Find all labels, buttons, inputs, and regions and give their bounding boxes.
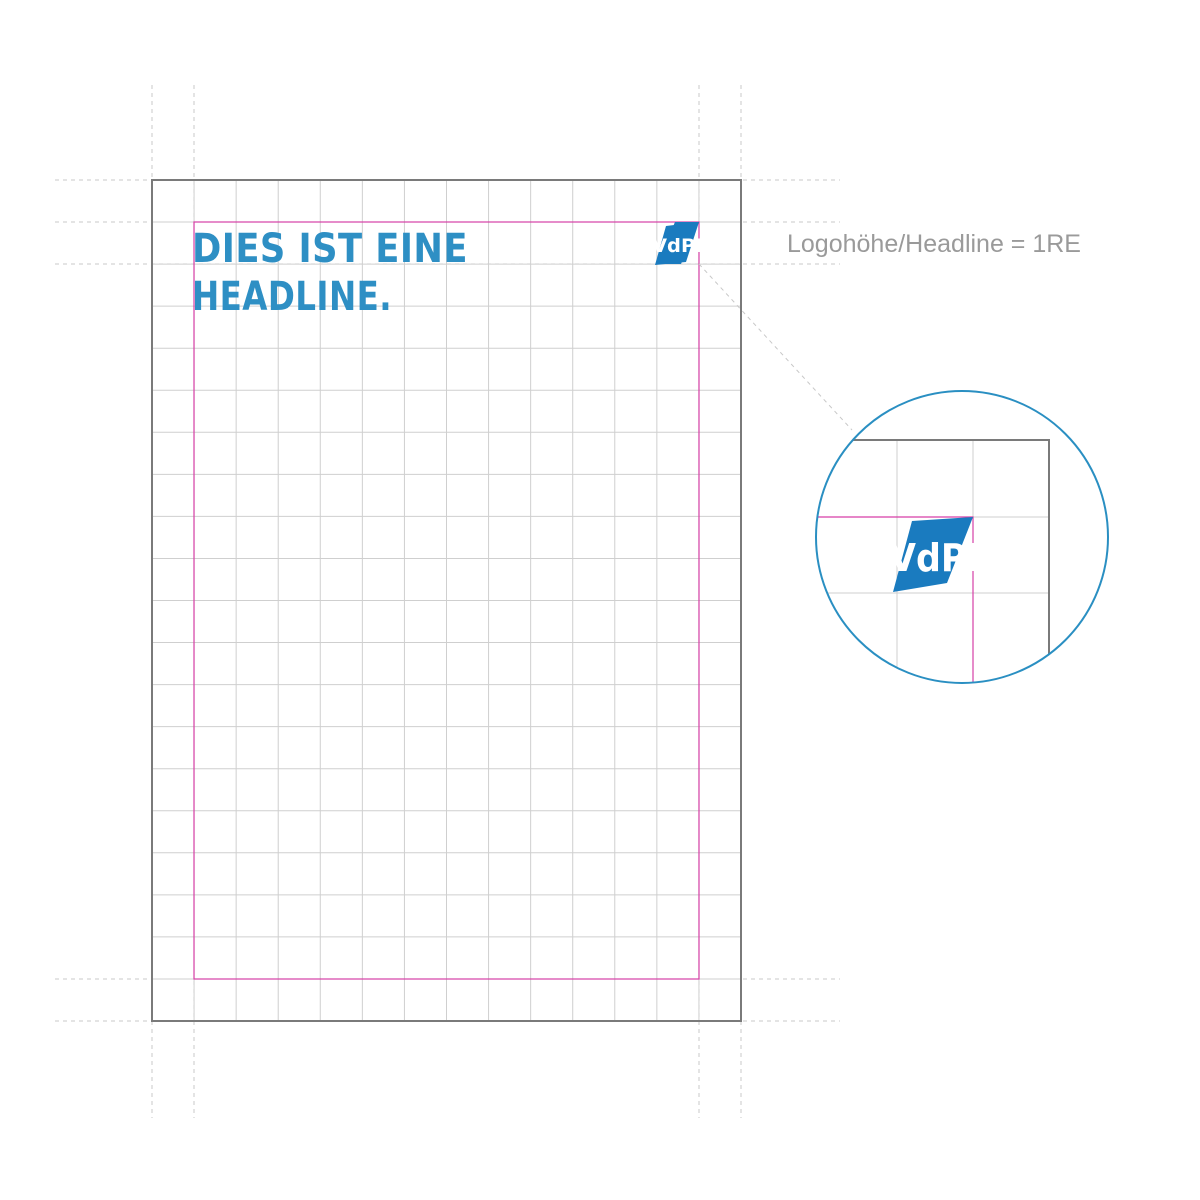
logo-small: VdPB [652,222,710,265]
headline: DIES IST EINE HEADLINE. [192,226,468,320]
headline-line-1: DIES IST EINE [192,226,468,272]
logo-large: VdPB [889,517,993,592]
logo-large-text: VdPB [889,536,993,580]
zoom-circle-outline [815,390,1109,684]
logo-small-text: VdPB [652,235,710,257]
logo-height-annotation: Logohöhe/Headline = 1RE [787,230,1081,258]
page-frame [151,179,742,1022]
logo-large-shape [893,517,973,592]
logo-small-shape [655,222,699,265]
zoom-detail: VdPB [815,390,1109,684]
page-grid [152,180,741,1021]
zoom-connector-line [698,263,853,431]
margin-box [193,221,700,980]
headline-line-2: HEADLINE. [192,274,392,320]
zoom-page-frame [816,439,1050,683]
